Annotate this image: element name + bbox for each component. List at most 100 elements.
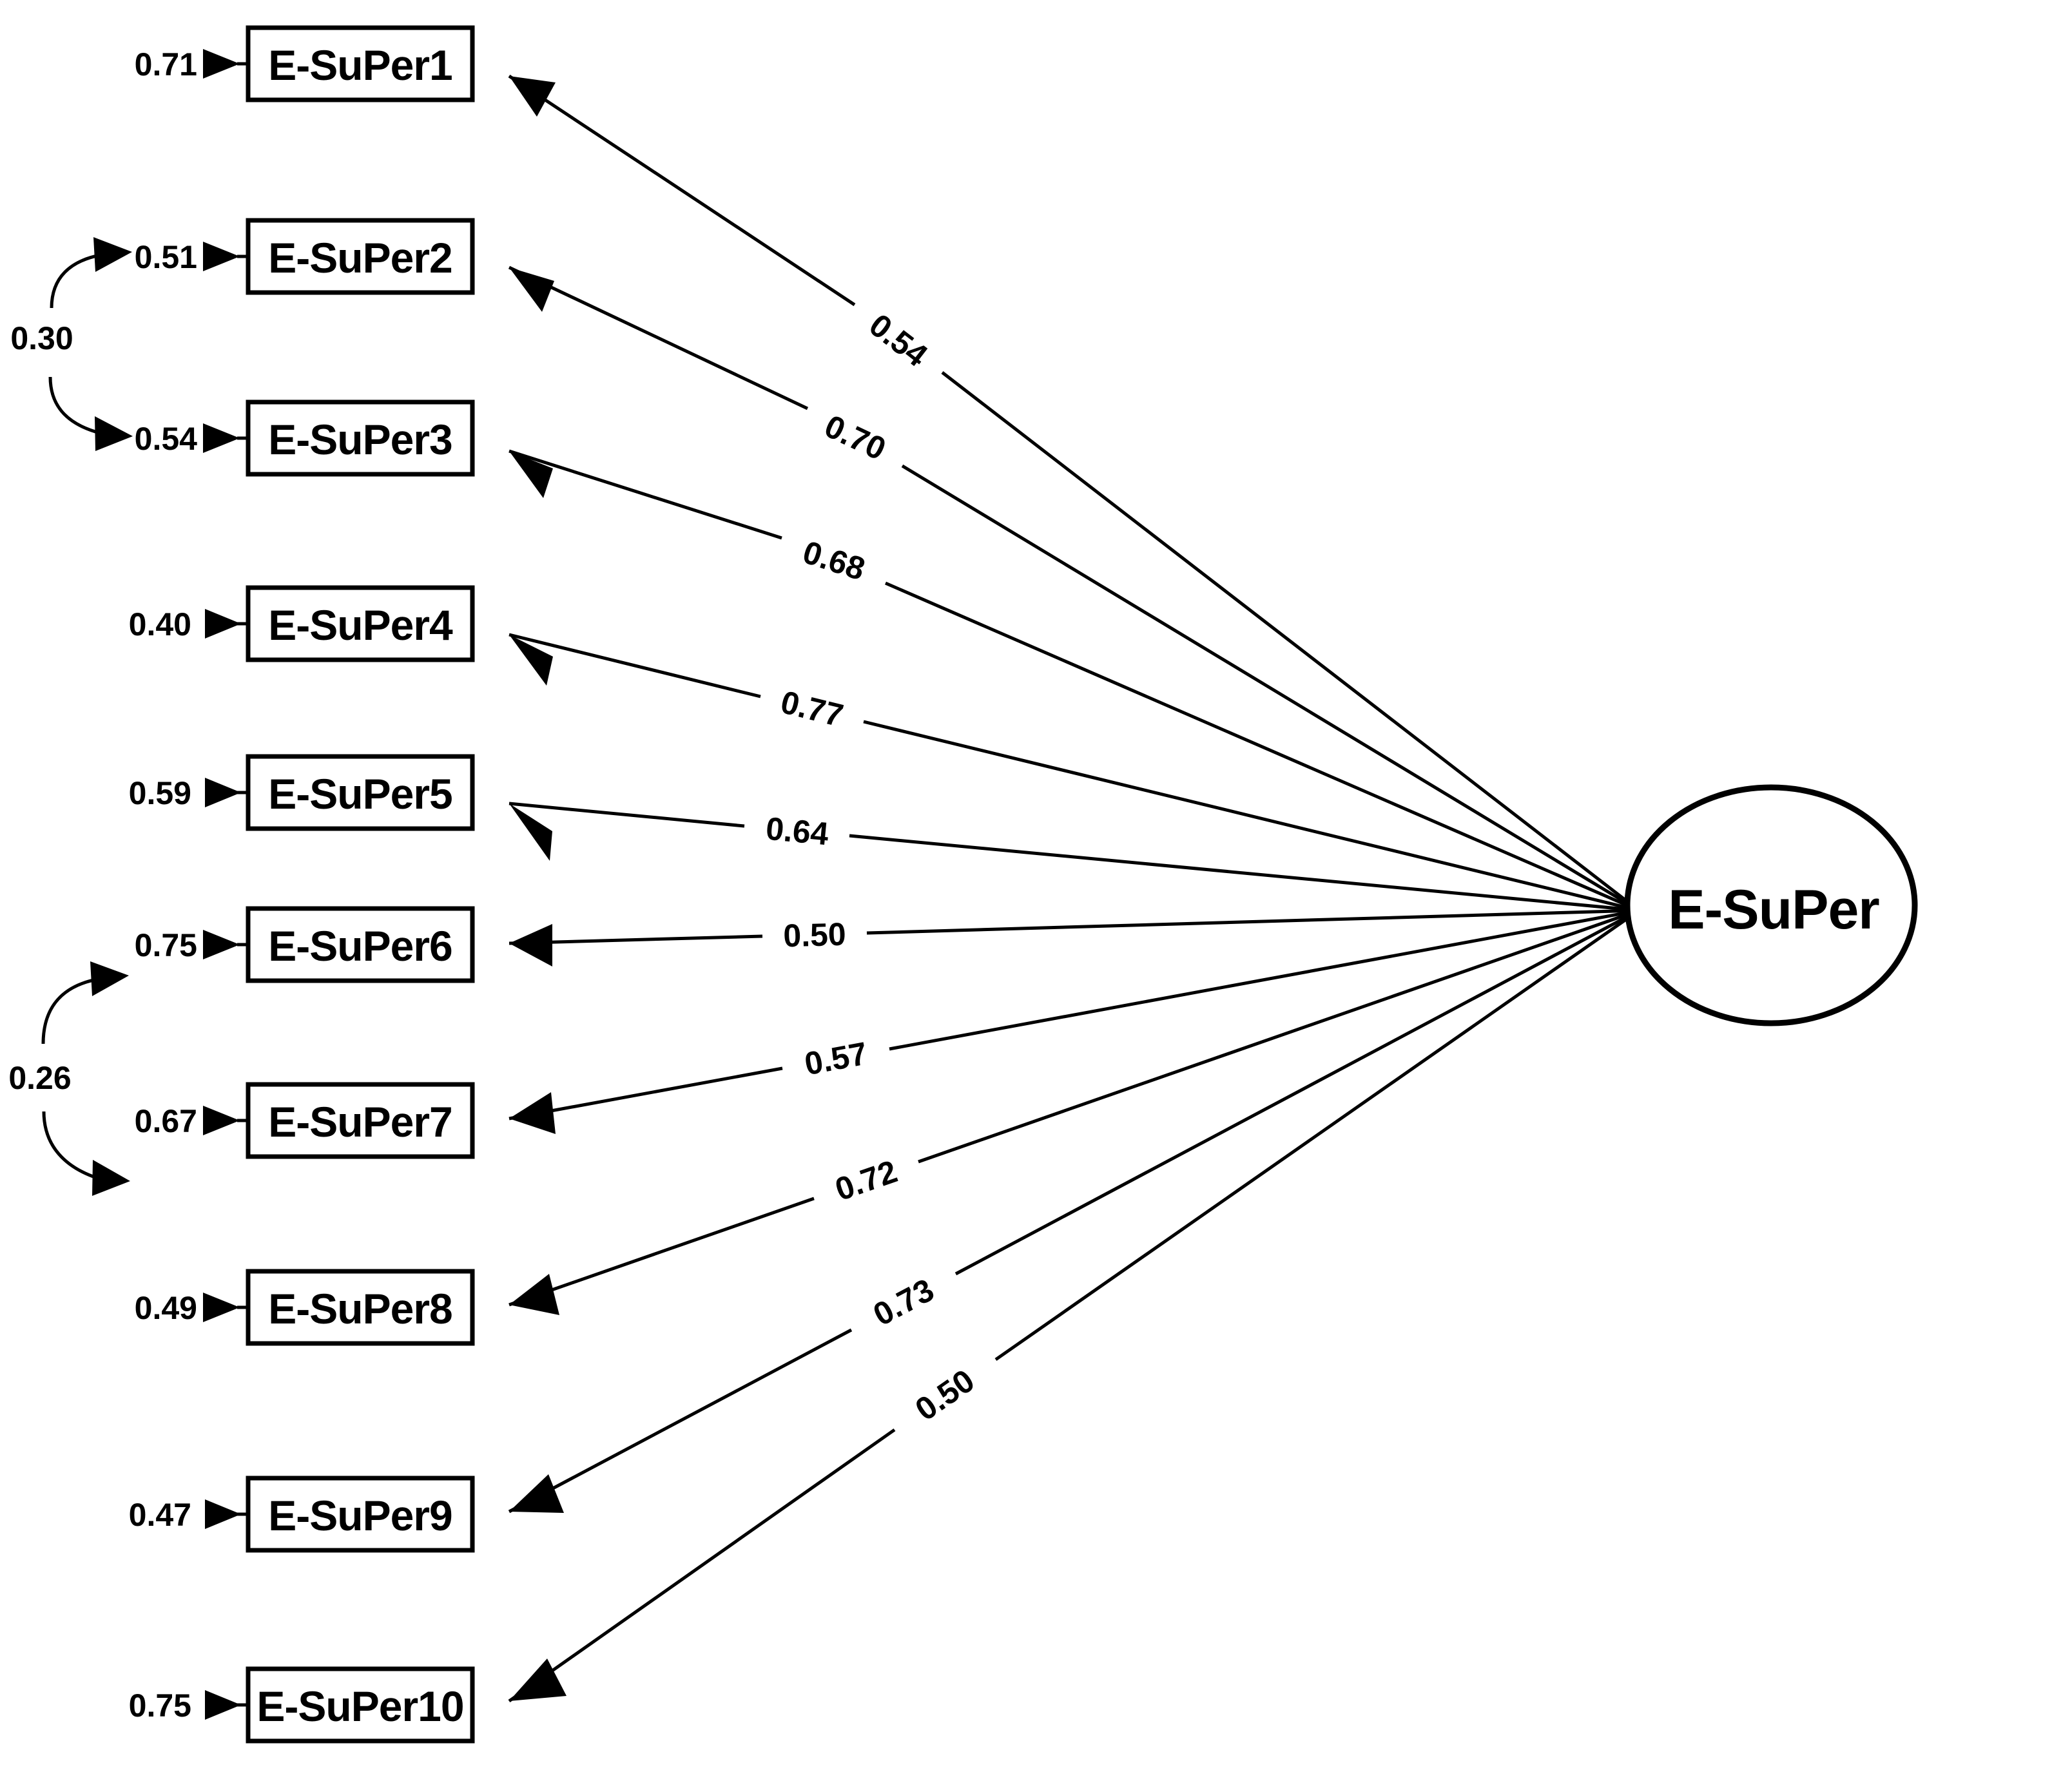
- loading-label-8: 0.72: [831, 1153, 902, 1208]
- loading-label-2: 0.70: [819, 408, 891, 467]
- residual-arrowhead-10: [205, 1690, 241, 1720]
- loading-label-7: 0.57: [802, 1035, 870, 1082]
- indicator-box-5[interactable]: E-SuPer5: [246, 754, 475, 831]
- loading-labels-group: 0.54 0.70 0.68 0.77 0.64 0.50 0.57 0.72 …: [764, 307, 981, 1428]
- indicator-box-2[interactable]: E-SuPer2: [246, 218, 475, 295]
- loading-path-10[interactable]: [508, 909, 1640, 1703]
- loading-line-7-inner: [508, 1066, 783, 1121]
- residual-label-9: 0.47: [129, 1497, 191, 1533]
- corr-arrowhead-1-lower: [95, 416, 133, 451]
- loading-line-9-outer: [954, 909, 1640, 1276]
- indicator-rect-6: [246, 906, 475, 983]
- indicator-box-8[interactable]: E-SuPer8: [246, 1269, 475, 1346]
- latent-factor-node[interactable]: E-SuPer: [1624, 784, 1918, 1026]
- loading-arrowhead-5: [509, 803, 552, 861]
- loading-line-3-inner: [508, 449, 782, 540]
- residual-9: 0.47: [129, 1497, 248, 1533]
- residual-label-6: 0.75: [135, 927, 197, 963]
- loading-line-4-inner: [508, 633, 761, 698]
- indicator-text-3: E-SuPer3: [268, 416, 452, 463]
- indicator-rect-4: [246, 585, 475, 662]
- residual-arrowhead-4: [205, 609, 241, 639]
- residual-arrowhead-7: [203, 1106, 240, 1135]
- loading-path-9[interactable]: [508, 909, 1640, 1514]
- loading-arrowhead-1: [509, 76, 556, 117]
- loading-path-5[interactable]: [508, 802, 1640, 912]
- residual-arrowhead-5: [205, 778, 241, 807]
- latent-factor-label: E-SuPer: [1668, 879, 1879, 941]
- corr-arrowhead-1-upper: [93, 237, 132, 272]
- residual-4: 0.40: [129, 606, 248, 642]
- loading-arrowhead-10: [509, 1659, 566, 1701]
- residual-label-3: 0.54: [135, 421, 198, 457]
- residual-6: 0.75: [135, 927, 248, 963]
- residual-label-10: 0.75: [129, 1688, 191, 1724]
- indicator-rect-9: [246, 1476, 475, 1553]
- correlation-label-2: 0.26: [8, 1060, 71, 1096]
- indicator-text-8: E-SuPer8: [268, 1285, 452, 1332]
- loading-path-4[interactable]: [508, 633, 1640, 912]
- loading-line-2-inner: [508, 265, 809, 410]
- residual-8: 0.49: [135, 1290, 248, 1326]
- loading-line-5-inner: [508, 802, 745, 828]
- residual-label-2: 0.51: [135, 239, 197, 275]
- residual-2: 0.51: [135, 239, 248, 275]
- loading-path-8[interactable]: [508, 909, 1640, 1315]
- loading-line-1-outer: [941, 371, 1640, 912]
- corr-arrowhead-2-upper: [90, 961, 129, 996]
- loading-path-2[interactable]: [508, 265, 1640, 912]
- indicator-box-4[interactable]: E-SuPer4: [246, 585, 475, 662]
- indicator-box-10[interactable]: E-SuPer10: [246, 1666, 475, 1744]
- indicator-box-9[interactable]: E-SuPer9: [246, 1476, 475, 1553]
- latent-factor-ellipse: [1624, 784, 1918, 1026]
- loading-label-1: 0.54: [862, 307, 934, 374]
- loading-label-6: 0.50: [783, 916, 847, 954]
- indicator-text-6: E-SuPer6: [268, 922, 452, 970]
- indicator-box-1[interactable]: E-SuPer1: [246, 25, 475, 102]
- residual-label-8: 0.49: [135, 1290, 197, 1326]
- indicator-box-6[interactable]: E-SuPer6: [246, 906, 475, 983]
- residual-label-4: 0.40: [129, 606, 191, 642]
- correlation-curve-1[interactable]: 0.30: [10, 237, 133, 451]
- correlation-label-1: 0.30: [10, 320, 73, 356]
- residual-label-1: 0.71: [135, 46, 197, 82]
- loading-label-9: 0.73: [867, 1271, 940, 1332]
- residual-arrowhead-8: [203, 1293, 240, 1322]
- indicator-box-3[interactable]: E-SuPer3: [246, 399, 475, 477]
- loading-path-1[interactable]: [508, 74, 1640, 912]
- indicator-text-9: E-SuPer9: [268, 1492, 452, 1539]
- loading-arrowhead-9: [509, 1474, 564, 1513]
- residual-arrowhead-9: [205, 1499, 241, 1529]
- residual-7: 0.67: [135, 1103, 248, 1139]
- loading-line-10-outer: [994, 909, 1640, 1361]
- loading-line-5-outer: [849, 834, 1640, 912]
- loading-label-3: 0.68: [799, 534, 869, 588]
- loading-arrowhead-2: [509, 267, 554, 312]
- loading-label-10: 0.50: [909, 1362, 981, 1428]
- residual-10: 0.75: [129, 1688, 248, 1724]
- correlation-curve-2[interactable]: 0.26: [8, 961, 130, 1196]
- loading-path-6[interactable]: [508, 909, 1640, 967]
- indicator-text-2: E-SuPer2: [268, 234, 452, 282]
- indicator-text-5: E-SuPer5: [268, 770, 452, 818]
- residual-label-7: 0.67: [135, 1103, 197, 1139]
- indicator-box-7[interactable]: E-SuPer7: [246, 1082, 475, 1159]
- loading-line-2-outer: [901, 464, 1640, 912]
- loading-paths-group: [508, 74, 1640, 1703]
- loading-arrowhead-8: [509, 1274, 559, 1315]
- indicator-rect-10: [246, 1666, 475, 1744]
- loading-path-3[interactable]: [508, 449, 1640, 912]
- loading-arrowhead-3: [509, 451, 553, 498]
- indicator-rect-2: [246, 218, 475, 295]
- residual-arrowhead-6: [203, 930, 240, 959]
- loading-label-5: 0.64: [764, 811, 830, 852]
- residual-1: 0.71: [135, 46, 248, 82]
- indicator-boxes-group: E-SuPer1 E-SuPer2 E-SuPer3 E-SuPer4 E-Su…: [246, 25, 475, 1744]
- loading-line-9-inner: [508, 1328, 853, 1514]
- indicator-text-10: E-SuPer10: [257, 1682, 463, 1730]
- loading-line-8-inner: [508, 1197, 815, 1307]
- residual-3: 0.54: [135, 421, 248, 457]
- loading-path-7[interactable]: [508, 909, 1640, 1134]
